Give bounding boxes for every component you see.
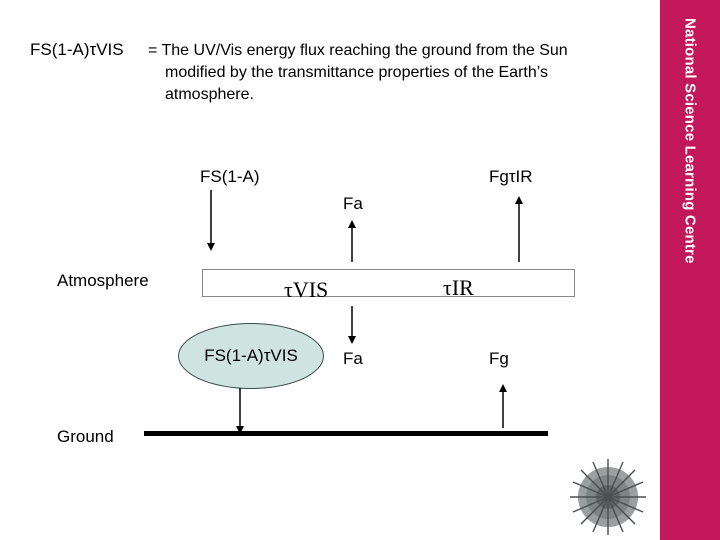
fa-bottom-label: Fa bbox=[343, 349, 363, 368]
brand-sidebar: National Science Learning Centre bbox=[660, 0, 720, 540]
flux-arrows bbox=[207, 190, 523, 434]
header-description-line2: modified by the transmittance properties… bbox=[165, 64, 549, 103]
tau-vis-label: τVIS bbox=[284, 277, 329, 302]
header-description: = The UV/Vis energy flux reaching the gr… bbox=[148, 40, 638, 106]
atmosphere-label: Atmosphere bbox=[57, 271, 149, 290]
header-term: FS(1-A)τVIS bbox=[30, 40, 124, 59]
ground-surface-line bbox=[144, 431, 548, 436]
atmosphere-layer bbox=[202, 269, 575, 297]
transmitted-flux-label: FS(1-A)τVIS bbox=[204, 346, 298, 365]
sphere-logo-icon bbox=[570, 459, 646, 535]
incoming-flux-label: FS(1-A) bbox=[200, 167, 260, 186]
ground-label: Ground bbox=[57, 427, 114, 446]
fa-top-label: Fa bbox=[343, 194, 363, 213]
fg-label: Fg bbox=[489, 349, 509, 368]
fg-tau-ir-label: FgτIR bbox=[489, 167, 533, 186]
brand-name: National Science Learning Centre bbox=[681, 18, 699, 264]
transmitted-flux-ellipse: FS(1-A)τVIS bbox=[178, 323, 324, 389]
tau-ir-label: τIR bbox=[443, 275, 474, 300]
header-description-line1: = The UV/Vis energy flux reaching the gr… bbox=[148, 42, 568, 59]
